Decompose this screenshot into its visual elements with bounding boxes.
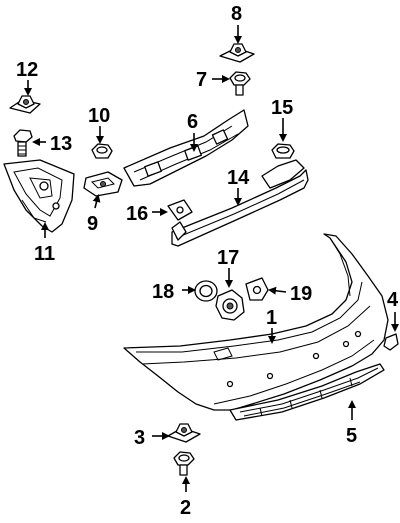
callout-16: 16 bbox=[126, 203, 148, 225]
leader-9 bbox=[92, 194, 101, 209]
part-5-lower-grille bbox=[229, 363, 385, 421]
part-12-clip-nut bbox=[9, 95, 41, 114]
callout-10: 10 bbox=[88, 105, 110, 127]
part-10-nut bbox=[91, 143, 113, 159]
part-7-bolt bbox=[229, 71, 251, 96]
part-19-sensor-bracket bbox=[245, 277, 269, 301]
part-13-bolt bbox=[13, 129, 33, 157]
callout-4: 4 bbox=[387, 289, 399, 311]
callout-11: 11 bbox=[34, 243, 55, 265]
leader-19 bbox=[268, 286, 287, 295]
part-8-clip-nut bbox=[219, 43, 255, 63]
part-3-clip-nut bbox=[167, 423, 201, 443]
part-1-bumper-cover bbox=[123, 233, 389, 411]
part-9-bracket-clip bbox=[83, 171, 123, 197]
callout-2: 2 bbox=[180, 497, 191, 519]
callout-15: 15 bbox=[271, 97, 293, 119]
part-17-parking-sensor bbox=[215, 289, 245, 321]
callout-labels: 1 2 3 4 5 6 7 8 9 10 11 12 13 14 15 16 1… bbox=[16, 3, 399, 519]
part-4-reflector-cap bbox=[383, 333, 399, 351]
callout-5: 5 bbox=[346, 425, 357, 447]
part-16-small-bracket bbox=[167, 199, 193, 221]
callout-13: 13 bbox=[50, 133, 72, 155]
callout-9: 9 bbox=[87, 213, 98, 235]
callout-14: 14 bbox=[227, 167, 250, 189]
callout-6: 6 bbox=[187, 111, 198, 133]
callout-7: 7 bbox=[196, 69, 207, 91]
callout-17: 17 bbox=[217, 247, 239, 269]
callout-18: 18 bbox=[152, 281, 174, 303]
callout-3: 3 bbox=[134, 427, 145, 449]
leader-lines bbox=[24, 25, 399, 492]
part-14-reinforcement-bar bbox=[171, 159, 309, 247]
part-2-bolt bbox=[173, 451, 195, 476]
part-15-nut bbox=[271, 143, 295, 159]
callout-8: 8 bbox=[231, 3, 242, 25]
callout-19: 19 bbox=[290, 283, 312, 305]
part-11-side-bracket bbox=[3, 159, 75, 233]
callout-1: 1 bbox=[266, 307, 277, 329]
part-18-sensor-ring bbox=[194, 280, 218, 302]
callout-12: 12 bbox=[16, 59, 38, 81]
